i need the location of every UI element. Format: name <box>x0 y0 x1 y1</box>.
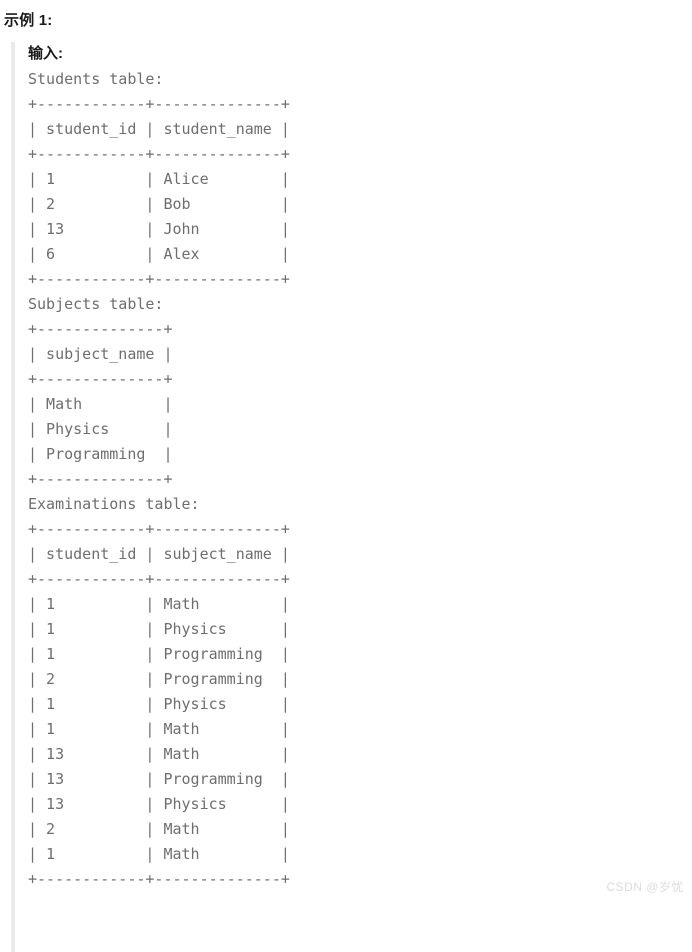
example-quote-block: 输入: Students table: +------------+------… <box>0 42 692 952</box>
input-section-label: 输入: <box>28 45 63 62</box>
page-title: 示例 1: <box>4 12 53 29</box>
ascii-tables-code: Students table: +------------+----------… <box>28 70 290 888</box>
example-page: 示例 1: 输入: Students table: +------------+… <box>0 12 692 952</box>
csdn-watermark: CSDN @岁忧 <box>606 880 684 894</box>
quote-left-rule <box>11 42 15 952</box>
